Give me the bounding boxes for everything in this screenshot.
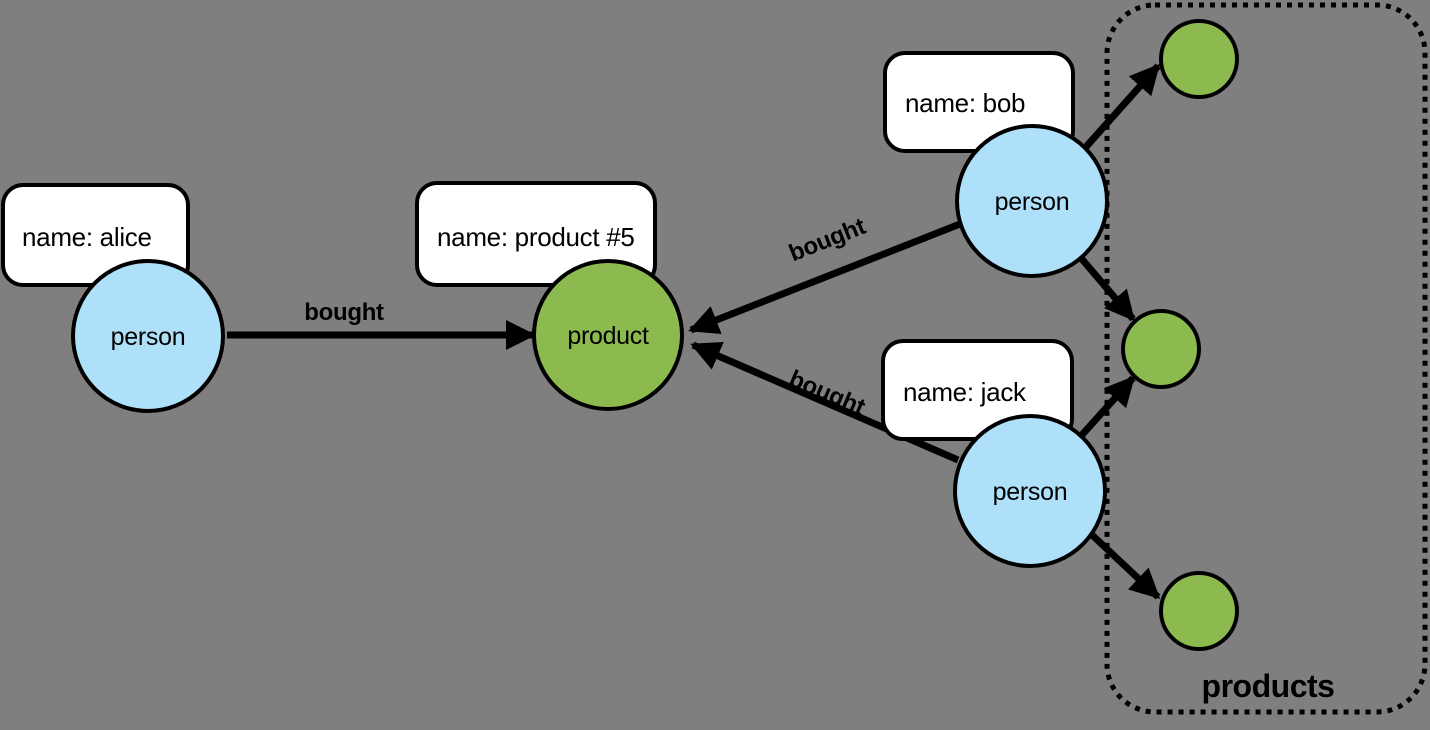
node-product-top	[1159, 19, 1239, 99]
products-group-label: products	[1202, 668, 1335, 704]
node-product-bottom	[1159, 571, 1239, 651]
edge-label-alice-bought: bought	[304, 299, 384, 326]
property-label-jack: name: jack	[903, 377, 1027, 407]
node-person-jack	[953, 414, 1107, 568]
node-person-alice	[71, 259, 225, 413]
node-label-product5: product	[567, 322, 649, 350]
node-person-bob	[955, 124, 1109, 278]
node-label-jack: person	[993, 478, 1068, 506]
node-label-alice: person	[111, 323, 186, 351]
products-group-border	[1104, 2, 1428, 715]
node-product-middle	[1121, 309, 1201, 389]
property-label-alice: name: alice	[22, 222, 152, 252]
edge-bob-bought-product	[688, 220, 962, 335]
property-box-product5	[415, 181, 657, 287]
node-label-bob: person	[995, 188, 1070, 216]
property-label-bob: name: bob	[905, 88, 1025, 118]
node-product-5	[532, 259, 684, 411]
edge-bob-to-middle-product	[1078, 255, 1136, 322]
edge-jack-to-bottom-product	[1088, 531, 1161, 600]
edge-jack-to-middle-product	[1078, 375, 1136, 439]
edge-bob-to-top-product	[1082, 63, 1161, 151]
property-label-product5: name: product #5	[437, 222, 635, 252]
